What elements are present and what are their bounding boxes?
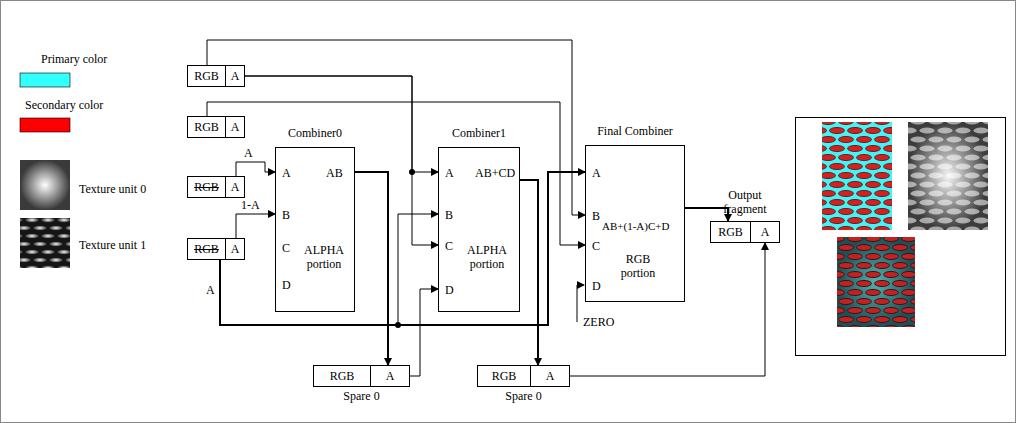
channel-cell: RGB [188, 239, 226, 259]
input-letter: C [445, 239, 453, 253]
channel-cell: RGB [188, 177, 226, 197]
input-letter: A [592, 166, 601, 180]
channel-cell: RGB [478, 366, 531, 386]
combiner-box: Combiner1ABCDAB+CDALPHA portion [438, 147, 520, 312]
input-letter: A [445, 166, 454, 180]
input-letter: B [592, 209, 600, 223]
input-letter: D [282, 278, 291, 292]
source-label: Texture unit 1 [78, 238, 147, 252]
register-name: Spare 0 [314, 389, 409, 403]
channel-cell: RGB [711, 222, 751, 242]
register-box: RGBASpare 0 [313, 365, 410, 387]
signal-wire [236, 214, 275, 238]
register-box: RGBAOutput fragment [710, 221, 780, 243]
portion-label: ALPHA portion [296, 243, 352, 271]
signal-label: ZERO [582, 315, 615, 329]
combiner-function: AB+CD [475, 166, 515, 180]
source-label: Primary color [40, 52, 108, 66]
register-name: Spare 0 [478, 389, 569, 403]
combiner-title: Combiner0 [256, 126, 374, 140]
signal-wire [520, 180, 538, 365]
wire-label: 1-A [240, 198, 261, 212]
source-label: Texture unit 0 [78, 182, 147, 196]
portion-label: ALPHA portion [459, 243, 515, 271]
register-box: RGBASpare 0 [477, 365, 570, 387]
input-letter: C [592, 239, 600, 253]
signal-wire [236, 162, 275, 176]
combiner-function: AB+(1-A)C+D [602, 219, 669, 233]
input-letter: D [592, 279, 601, 293]
signal-wire [207, 102, 585, 245]
register-name: Output fragment [711, 188, 779, 216]
channel-cell: A [751, 222, 779, 242]
combiner-box: Final CombinerABCDAB+(1-A)C+DRGB portion [585, 145, 685, 302]
channel-cell: A [226, 177, 244, 197]
portion-label: RGB portion [610, 252, 666, 280]
combiner-box: Combiner0ABCDABALPHA portion [275, 147, 355, 312]
input-letter: D [445, 283, 454, 297]
input-letter: B [282, 208, 290, 222]
channel-cell: RGB [314, 366, 371, 386]
channel-cell: RGB [188, 117, 226, 137]
channel-cell: A [226, 66, 244, 86]
input-letter: B [445, 208, 453, 222]
input-letter: A [282, 166, 291, 180]
channel-cell: A [531, 366, 569, 386]
input-letter: C [282, 241, 290, 255]
wire-label: A [243, 146, 254, 160]
channel-cell: RGB [188, 66, 226, 86]
signal-wire [685, 208, 728, 221]
register-box: RGBA [187, 176, 245, 198]
signal-wire [207, 40, 585, 215]
source-label: Secondary color [24, 98, 104, 112]
signal-wire [410, 289, 438, 376]
signal-wire [355, 172, 388, 365]
register-box: RGBA [187, 238, 245, 260]
channel-cell: A [226, 117, 244, 137]
combiner-title: Final Combiner [566, 124, 704, 138]
combiner-title: Combiner1 [419, 126, 539, 140]
channel-cell: A [226, 239, 244, 259]
signal-label: A [205, 283, 216, 297]
combiner-function: AB [326, 166, 343, 180]
register-box: RGBA [187, 65, 245, 87]
channel-cell: A [371, 366, 409, 386]
register-box: RGBA [187, 116, 245, 138]
